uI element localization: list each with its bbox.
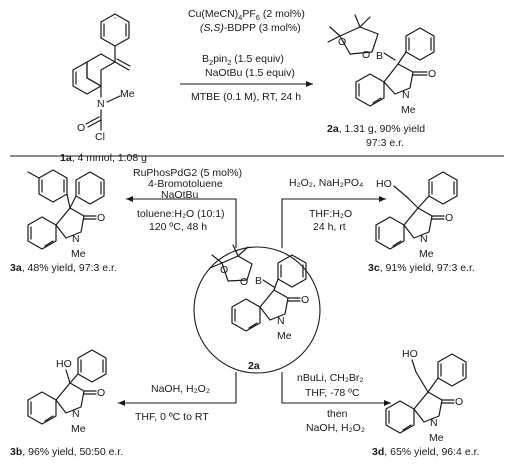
atom-o: O — [77, 122, 85, 134]
caption-3d: 3d, 65% yield, 96:4 e.r. — [372, 446, 479, 458]
cond-3d-3: then — [327, 408, 348, 420]
cond-top-4: NaOtBu (1.5 equiv) — [205, 67, 295, 79]
structure-3b: HO O N Me — [27, 349, 107, 435]
arrow-3b — [118, 372, 237, 406]
atom-me: Me — [120, 88, 135, 100]
atom-o: O — [240, 276, 248, 288]
caption-3c: 3c, 91% yield, 97:3 e.r. — [368, 262, 475, 274]
atom-o: O — [445, 212, 453, 224]
arrow-3c — [281, 196, 386, 248]
atom-b: B — [255, 275, 262, 287]
conditions-3b: NaOH, H₂O₂ THF, 0 ºC to RT — [135, 383, 210, 423]
cond-3a-2: 4-Bromotoluene — [148, 178, 223, 190]
top-conditions: Cu(MeCN)4PF6 (2 mol%) (S,S)-BDPP (3 mol%… — [188, 8, 305, 103]
structure-2a-center: O O B O N Me — [209, 244, 309, 342]
cond-top-3: B2pin2 (1.5 equiv) — [202, 53, 284, 67]
atom-me: Me — [71, 248, 86, 260]
atom-n: N — [97, 98, 105, 110]
atom-o: O — [97, 212, 105, 224]
atom-o: O — [301, 294, 309, 306]
atom-n: N — [430, 417, 438, 429]
cond-3c-2: THF:H₂O — [309, 208, 352, 220]
structure-3c: HO O N Me — [375, 171, 458, 260]
conditions-3c: H₂O₂, NaH₂PO₄ THF:H₂O 24 h, rt — [289, 177, 363, 233]
cond-3c-1: H₂O₂, NaH₂PO₄ — [289, 177, 363, 189]
conditions-3a: RuPhosPdG2 (5 mol%) 4-Bromotoluene NaOtB… — [133, 167, 242, 233]
cond-3c-3: 24 h, rt — [313, 221, 346, 233]
cond-top-2: (S,S)-BDPP (3 mol%) — [200, 22, 301, 34]
caption-2a-top: 2a, 1.31 g, 90% yield — [327, 123, 425, 135]
cond-3b-1: NaOH, H₂O₂ — [151, 383, 210, 395]
cond-3d-1: nBuLi, CH₂Br₂ — [297, 372, 364, 384]
atom-o: O — [455, 396, 463, 408]
cond-3a-1: RuPhosPdG2 (5 mol%) — [133, 167, 242, 179]
atom-o: O — [362, 49, 370, 61]
atom-b: B — [376, 50, 383, 62]
atom-ho: HO — [402, 348, 418, 360]
center-id: 2a — [248, 360, 260, 372]
caption-3b: 3b, 96% yield, 50:50 e.r. — [10, 446, 123, 458]
caption-2a-er: 97:3 e.r. — [366, 137, 404, 149]
structure-3a: O N Me — [27, 169, 105, 260]
cond-3a-3: NaOtBu — [161, 189, 199, 201]
atom-n: N — [402, 89, 410, 101]
atom-o: O — [220, 264, 228, 276]
cond-3d-2: THF, -78 ºC — [305, 387, 360, 399]
caption-1a: 1a, 4 mmol, 1.08 g — [60, 152, 147, 164]
cond-top-1: Cu(MeCN)4PF6 (2 mol%) — [188, 8, 305, 22]
conditions-3d: nBuLi, CH₂Br₂ THF, -78 ºC then NaOH, H₂O… — [297, 372, 365, 434]
atom-cl: Cl — [95, 131, 105, 143]
cond-3a-5: 120 ºC, 48 h — [149, 221, 207, 233]
arrow-3a — [126, 196, 237, 248]
atom-me: Me — [277, 330, 292, 342]
structure-2a-top: O O B O N Me — [327, 14, 436, 116]
atom-me: Me — [71, 423, 86, 435]
arrow-3d — [281, 372, 391, 406]
atom-ho: HO — [376, 178, 392, 190]
atom-me: Me — [429, 432, 444, 444]
cond-top-5: MTBE (0.1 M), RT, 24 h — [191, 91, 301, 103]
structure-1a: N Me O Cl — [72, 13, 135, 143]
atom-me: Me — [419, 248, 434, 260]
atom-o: O — [428, 68, 436, 80]
atom-ho: HO — [56, 358, 72, 370]
atom-n: N — [72, 233, 80, 245]
cond-3b-2: THF, 0 ºC to RT — [135, 411, 209, 423]
atom-o: O — [338, 36, 346, 48]
cond-3d-4: NaOH, H₂O₂ — [306, 422, 365, 434]
atom-me: Me — [401, 104, 416, 116]
atom-n: N — [277, 315, 285, 327]
atom-o: O — [97, 387, 105, 399]
center-circle — [193, 246, 321, 374]
atom-n: N — [420, 233, 428, 245]
structure-3d: HO O N Me — [385, 348, 467, 444]
atom-n: N — [72, 408, 80, 420]
cond-3a-4: toluene:H₂O (10:1) — [137, 208, 225, 220]
caption-3a: 3a, 48% yield, 97:3 e.r. — [10, 262, 117, 274]
